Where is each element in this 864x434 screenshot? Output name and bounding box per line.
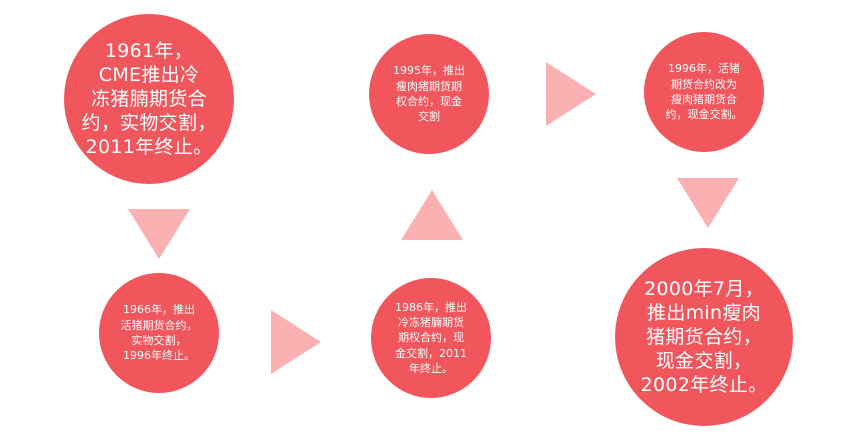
arrow-right-1995-to-1996	[546, 62, 596, 126]
node-2000-text: 2000年7月， 推出min瘦肉 猪期货合约， 现金交割， 2002年终止。	[640, 277, 768, 397]
arrow-down-1996-to-2000	[677, 178, 739, 228]
node-2000: 2000年7月， 推出min瘦肉 猪期货合约， 现金交割， 2002年终止。	[615, 248, 793, 426]
node-1966-text: 1966年，推出 活猪期货合约， 实物交割， 1996年终止。	[120, 303, 198, 363]
node-1986-text: 1986年，推出 冷冻猪腩期货 期权合约，现 金交割，2011 年终止。	[395, 300, 467, 376]
node-1996-text: 1996年，活猪 期货合约改为 瘦肉猪期货合 约，现金交割。	[665, 62, 743, 122]
node-1996: 1996年，活猪 期货合约改为 瘦肉猪期货合 约，现金交割。	[644, 32, 764, 152]
node-1961-text: 1961年， CME推出冷 冻猪腩期货合 约，实物交割， 2011年终止。	[81, 39, 217, 159]
node-1995: 1995年，推出 瘦肉猪期货期 权合约，现金 交割	[369, 34, 489, 154]
node-1961: 1961年， CME推出冷 冻猪腩期货合 约，实物交割， 2011年终止。	[64, 14, 234, 184]
node-1995-text: 1995年，推出 瘦肉猪期货期 权合约，现金 交割	[393, 64, 465, 124]
arrow-down-1961-to-1966	[128, 209, 190, 259]
node-1986: 1986年，推出 冷冻猪腩期货 期权合约，现 金交割，2011 年终止。	[371, 278, 491, 398]
arrow-up-1986-to-1995	[401, 190, 463, 240]
arrow-right-1966-to-1986	[271, 310, 321, 374]
node-1966: 1966年，推出 活猪期货合约， 实物交割， 1996年终止。	[99, 273, 219, 393]
